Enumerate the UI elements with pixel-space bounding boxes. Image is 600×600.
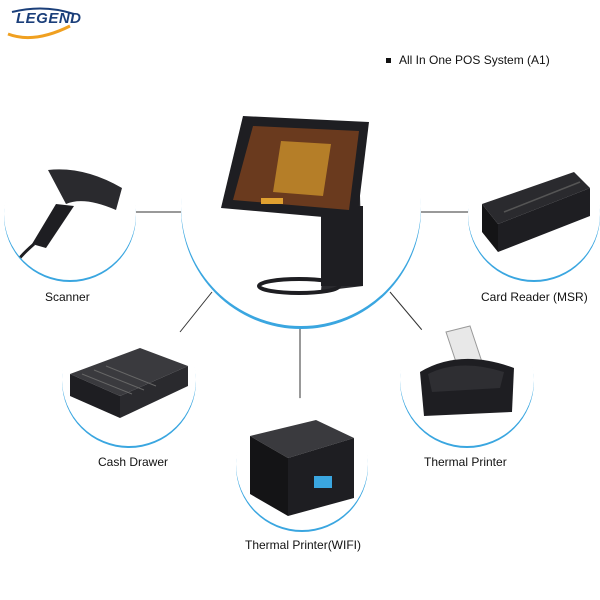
cash-drawer-icon xyxy=(70,348,188,418)
barcode-scanner-icon xyxy=(14,169,122,265)
brand-logo: LEGEND xyxy=(4,4,82,44)
connector-thermal-printer xyxy=(389,291,423,331)
page-title-text: All In One POS System (A1) xyxy=(399,53,550,67)
label-cash-drawer: Cash Drawer xyxy=(98,455,169,469)
wifi-printer-circle xyxy=(236,398,368,530)
label-scanner: Scanner xyxy=(45,290,90,304)
logo-swoosh-icon xyxy=(7,7,75,40)
wifi-thermal-printer-icon xyxy=(250,420,354,516)
bullet-icon xyxy=(386,58,391,64)
label-wifi-printer: Thermal Printer(WIFI) xyxy=(245,538,362,552)
pos-terminal-icon xyxy=(221,116,369,295)
connector-cash-drawer xyxy=(179,291,213,333)
thermal-printer-circle xyxy=(400,312,534,446)
label-thermal-printer: Thermal Printer xyxy=(424,455,507,469)
card-reader-circle xyxy=(468,148,600,280)
page-title: All In One POS System (A1) xyxy=(386,53,550,67)
card-reader-icon xyxy=(482,172,590,252)
cash-drawer-circle xyxy=(62,312,196,446)
logo-text: LEGEND xyxy=(16,10,82,27)
pos-terminal-circle xyxy=(181,86,421,326)
thermal-printer-icon xyxy=(420,325,514,416)
scanner-circle xyxy=(4,148,136,280)
label-card-reader: Card Reader (MSR) xyxy=(481,290,588,304)
